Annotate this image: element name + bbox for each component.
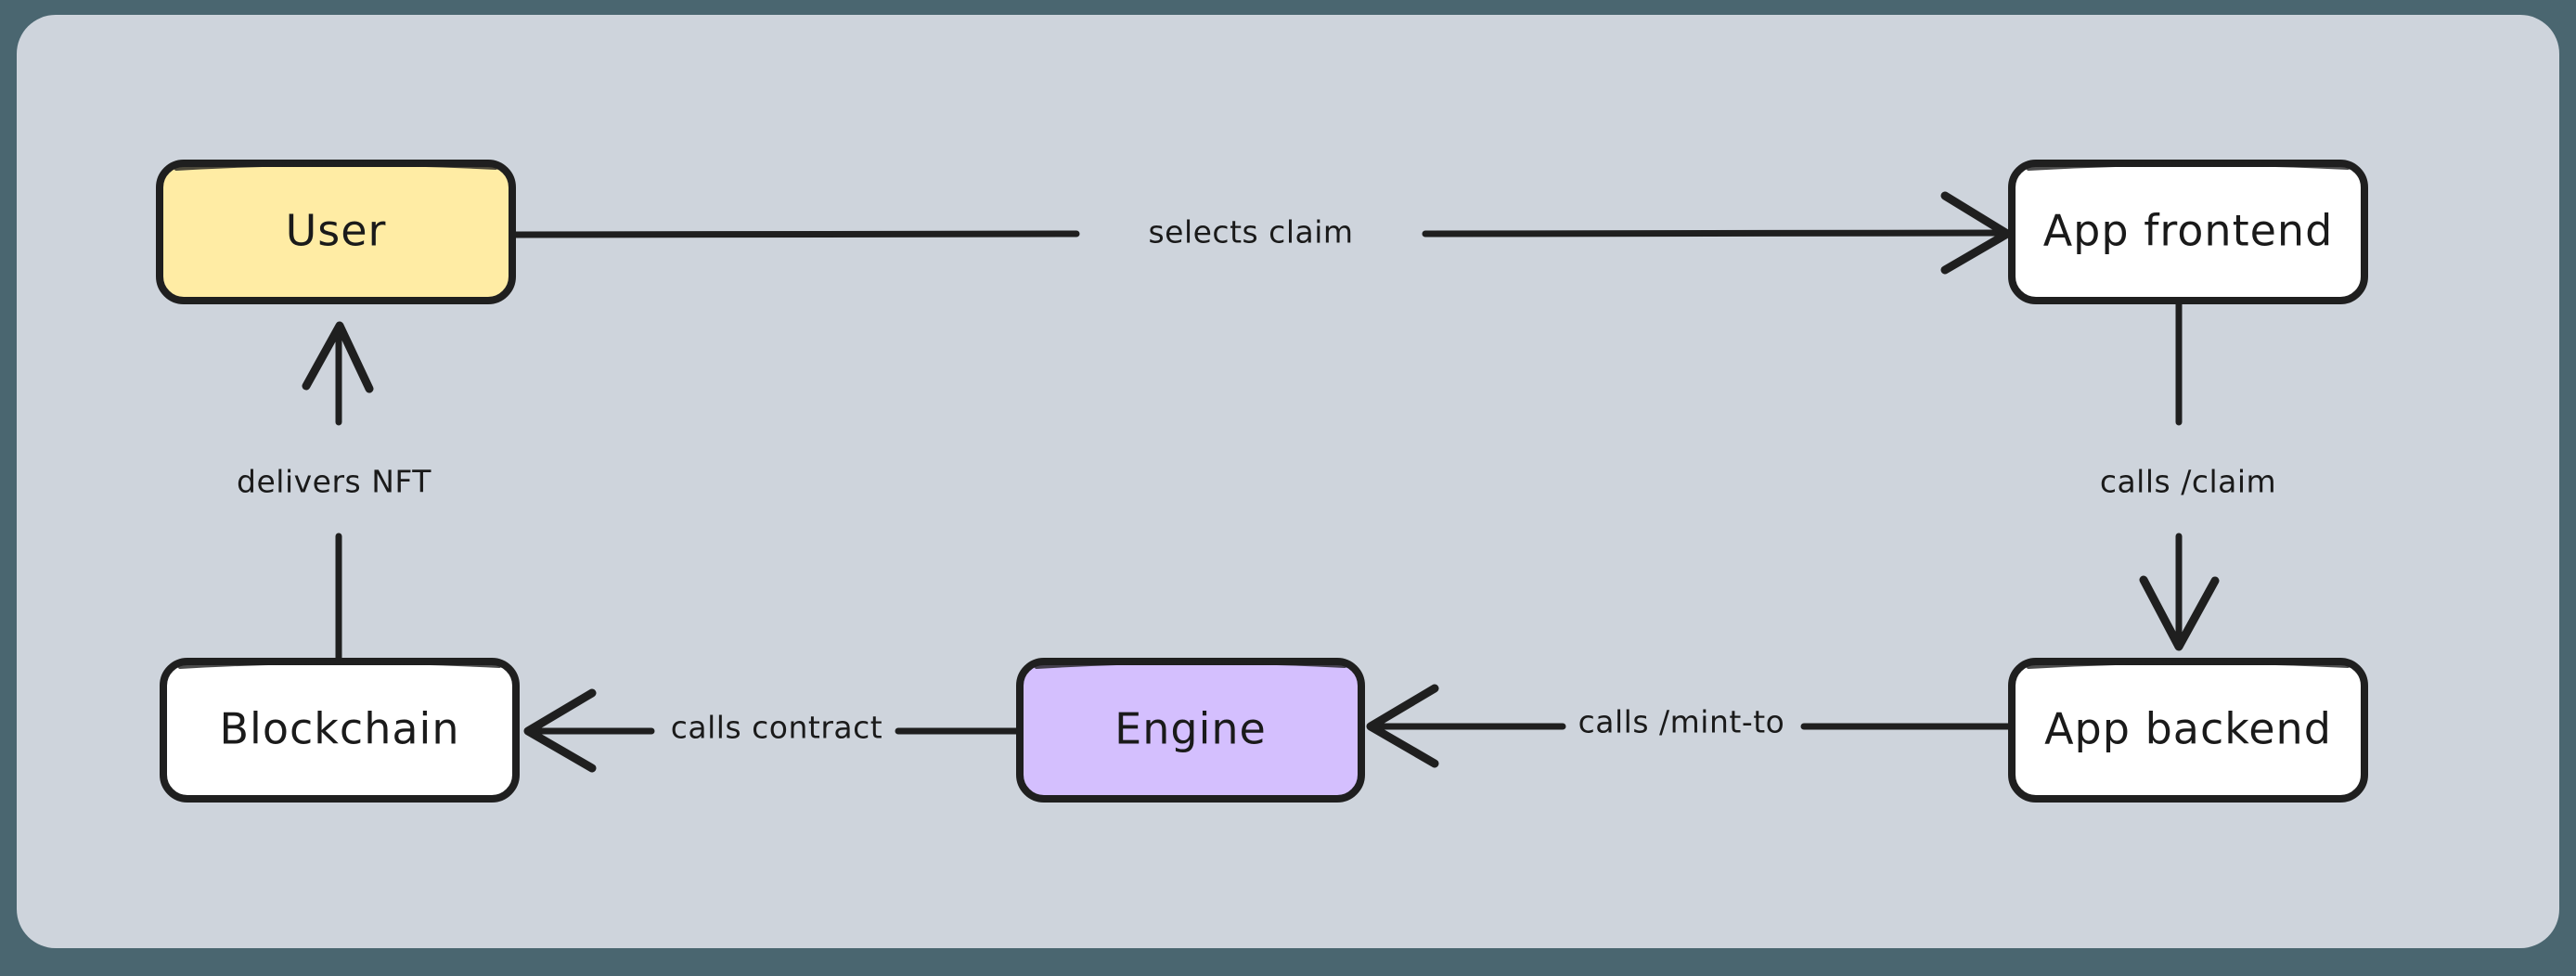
node-user-label: User — [286, 206, 387, 256]
node-app-frontend-label: App frontend — [2043, 206, 2334, 256]
edge-label-selects-claim: selects claim — [1148, 214, 1353, 250]
edge-blockchain-to-user: delivers NFT — [237, 321, 431, 664]
node-blockchain-sketch-line — [178, 660, 501, 669]
edge-backend-to-engine: calls /mint-to — [1366, 684, 2012, 768]
node-app-backend[interactable]: App backend — [2008, 658, 2368, 803]
node-blockchain[interactable]: Blockchain — [160, 658, 520, 803]
arrowhead-right-frontend — [1940, 191, 2012, 275]
node-app-backend-label: App backend — [2044, 704, 2332, 754]
edge-label-delivers-nft: delivers NFT — [237, 464, 431, 500]
arrowhead-left-engine — [1366, 684, 1439, 768]
node-blockchain-label: Blockchain — [220, 704, 460, 754]
node-app-backend-sketch-line — [2027, 660, 2350, 669]
node-app-frontend-sketch-line — [2027, 161, 2350, 171]
node-user[interactable]: User — [156, 160, 516, 304]
edge-label-calls-claim: calls /claim — [2100, 464, 2276, 500]
edge-user-to-frontend: selects claim — [510, 191, 2012, 275]
arrowhead-up-user — [302, 321, 374, 393]
node-engine-sketch-line — [1035, 660, 1346, 669]
arrowhead-left-blockchain — [523, 688, 597, 773]
arrowhead-down-backend — [2139, 575, 2220, 651]
node-engine[interactable]: Engine — [1016, 658, 1365, 803]
edge-label-calls-mint-to: calls /mint-to — [1578, 704, 1785, 740]
edge-label-calls-contract: calls contract — [671, 710, 882, 746]
edge-engine-to-blockchain: calls contract — [523, 688, 1023, 773]
node-engine-label: Engine — [1114, 704, 1267, 754]
node-user-sketch-line — [174, 161, 497, 171]
edge-frontend-to-backend: calls /claim — [2100, 298, 2276, 651]
node-app-frontend[interactable]: App frontend — [2008, 160, 2368, 304]
